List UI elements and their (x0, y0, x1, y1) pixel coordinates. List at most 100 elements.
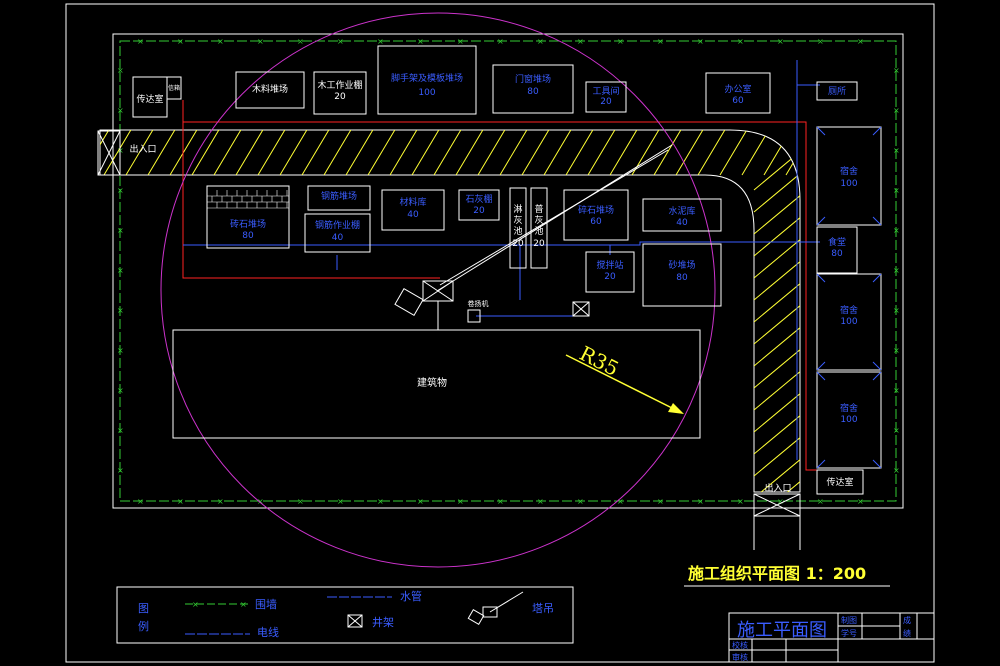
fence-mark: × (117, 226, 124, 235)
cement-room-area: 40 (676, 218, 688, 228)
lime-pit-1-label-char: 灰 (513, 214, 522, 226)
entrance-left-label: 出入口 (129, 143, 156, 155)
title-block-review: 审核 (732, 652, 748, 662)
lime-pit-1-label-char: 池 (513, 225, 522, 237)
brick-yard-area: 80 (242, 231, 254, 241)
dorm-1-label: 宿舍 (840, 165, 858, 177)
office-label: 办公室 (724, 83, 751, 95)
lime-pit-2-label-char: 灰 (534, 214, 543, 226)
fence-mark: × (577, 497, 584, 506)
fence-mark: × (893, 146, 900, 155)
drawing-frame (65, 3, 935, 663)
fence-mark: × (497, 37, 504, 46)
fence-mark: × (893, 266, 900, 275)
fence-mark: × (377, 37, 384, 46)
fence-mark: × (217, 37, 224, 46)
dorm-1-area: 100 (840, 179, 857, 189)
main-building-label: 建筑物 (417, 376, 447, 389)
cement-room-label: 水泥库 (668, 205, 695, 217)
mixer-station-area: 20 (604, 272, 616, 282)
entrance-left-gate (97, 130, 121, 176)
legend-fence-x2: × (240, 600, 247, 609)
wood-yard: 木料堆场 (235, 71, 305, 109)
mailbox: 信箱 (166, 76, 182, 100)
sand-yard-area: 80 (676, 273, 688, 283)
fence-mark: × (417, 497, 424, 506)
fence-mark: × (137, 497, 144, 506)
fence-mark: × (893, 226, 900, 235)
legend-well-icon (347, 614, 363, 628)
steel-yard: 钢筋堆场 (307, 185, 371, 211)
water-pipe (182, 100, 440, 279)
title-block-score-1: 成 (903, 615, 911, 625)
lime-pit-1-label-char: 淋 (513, 203, 522, 215)
gravel-yard-area: 60 (590, 217, 602, 227)
fence-mark: × (297, 497, 304, 506)
site-boundary (112, 33, 904, 509)
fence-mark: × (817, 497, 824, 506)
material-room-label: 材料库 (399, 196, 426, 208)
carpentry-shed-label: 木工作业棚 (317, 79, 362, 91)
legend-title-2: 例 (138, 619, 149, 633)
steel-work-shed-label: 钢筋作业棚 (315, 219, 360, 231)
fence-mark: × (177, 497, 184, 506)
title-block-drawn: 制图 (841, 615, 857, 625)
fence-mark: × (117, 106, 124, 115)
tool-room-area: 20 (600, 97, 612, 107)
mixer-station-label: 搅拌站 (596, 259, 623, 271)
fence-mark: × (697, 497, 704, 506)
fence-mark: × (257, 497, 264, 506)
fence-mark: × (893, 306, 900, 315)
guard-room-top: 传达室 (132, 76, 168, 118)
fence-mark: × (117, 266, 124, 275)
fence-mark: × (297, 37, 304, 46)
legend-power-label: 电线 (257, 625, 279, 639)
legend-fence-x1: × (192, 600, 199, 609)
window-yard-label: 门窗堆场 (515, 73, 551, 85)
lime-pit-2-label-char: 普 (534, 203, 543, 215)
fence-mark: × (117, 346, 124, 355)
fence-mark: × (117, 306, 124, 315)
fence-mark: × (893, 346, 900, 355)
fence-mark: × (893, 186, 900, 195)
fence-mark: × (117, 466, 124, 475)
fence-mark: × (577, 37, 584, 46)
site-fence (119, 40, 897, 502)
fence-marks: ××××××××××××××××××××××××××××××××××××××××… (117, 37, 900, 506)
legend-water-label: 水管 (400, 589, 422, 603)
fence-mark: × (337, 497, 344, 506)
crane-radius-circle (160, 12, 716, 568)
guard-room-bottom: 传达室 (816, 469, 864, 495)
stone-shed-label: 石灰棚 (465, 193, 492, 205)
hoist-box (467, 309, 481, 323)
dorm-2-label: 宿舍 (840, 304, 858, 316)
fence-mark: × (457, 37, 464, 46)
well-frame-icon (572, 301, 590, 317)
canteen-label: 食堂 (828, 236, 846, 248)
toilet: 厕所 (816, 81, 858, 101)
entrance-bottom-label: 出入口 (764, 482, 791, 494)
main-building (172, 329, 701, 439)
radius-arrowhead (668, 403, 684, 414)
crane-radius-label: R35 (576, 341, 623, 381)
legend-fence-label: 围墙 (255, 597, 277, 611)
fence-mark: × (857, 497, 864, 506)
title-block-id: 学号 (841, 628, 857, 638)
scaffold-yard-area: 100 (418, 88, 435, 98)
guard-room-bottom-label: 传达室 (826, 476, 853, 488)
fence-mark: × (537, 497, 544, 506)
radius-arrow (565, 354, 681, 413)
steel-work-shed-area: 40 (332, 233, 344, 243)
fence-mark: × (737, 497, 744, 506)
wood-yard-label: 木料堆场 (252, 83, 288, 95)
